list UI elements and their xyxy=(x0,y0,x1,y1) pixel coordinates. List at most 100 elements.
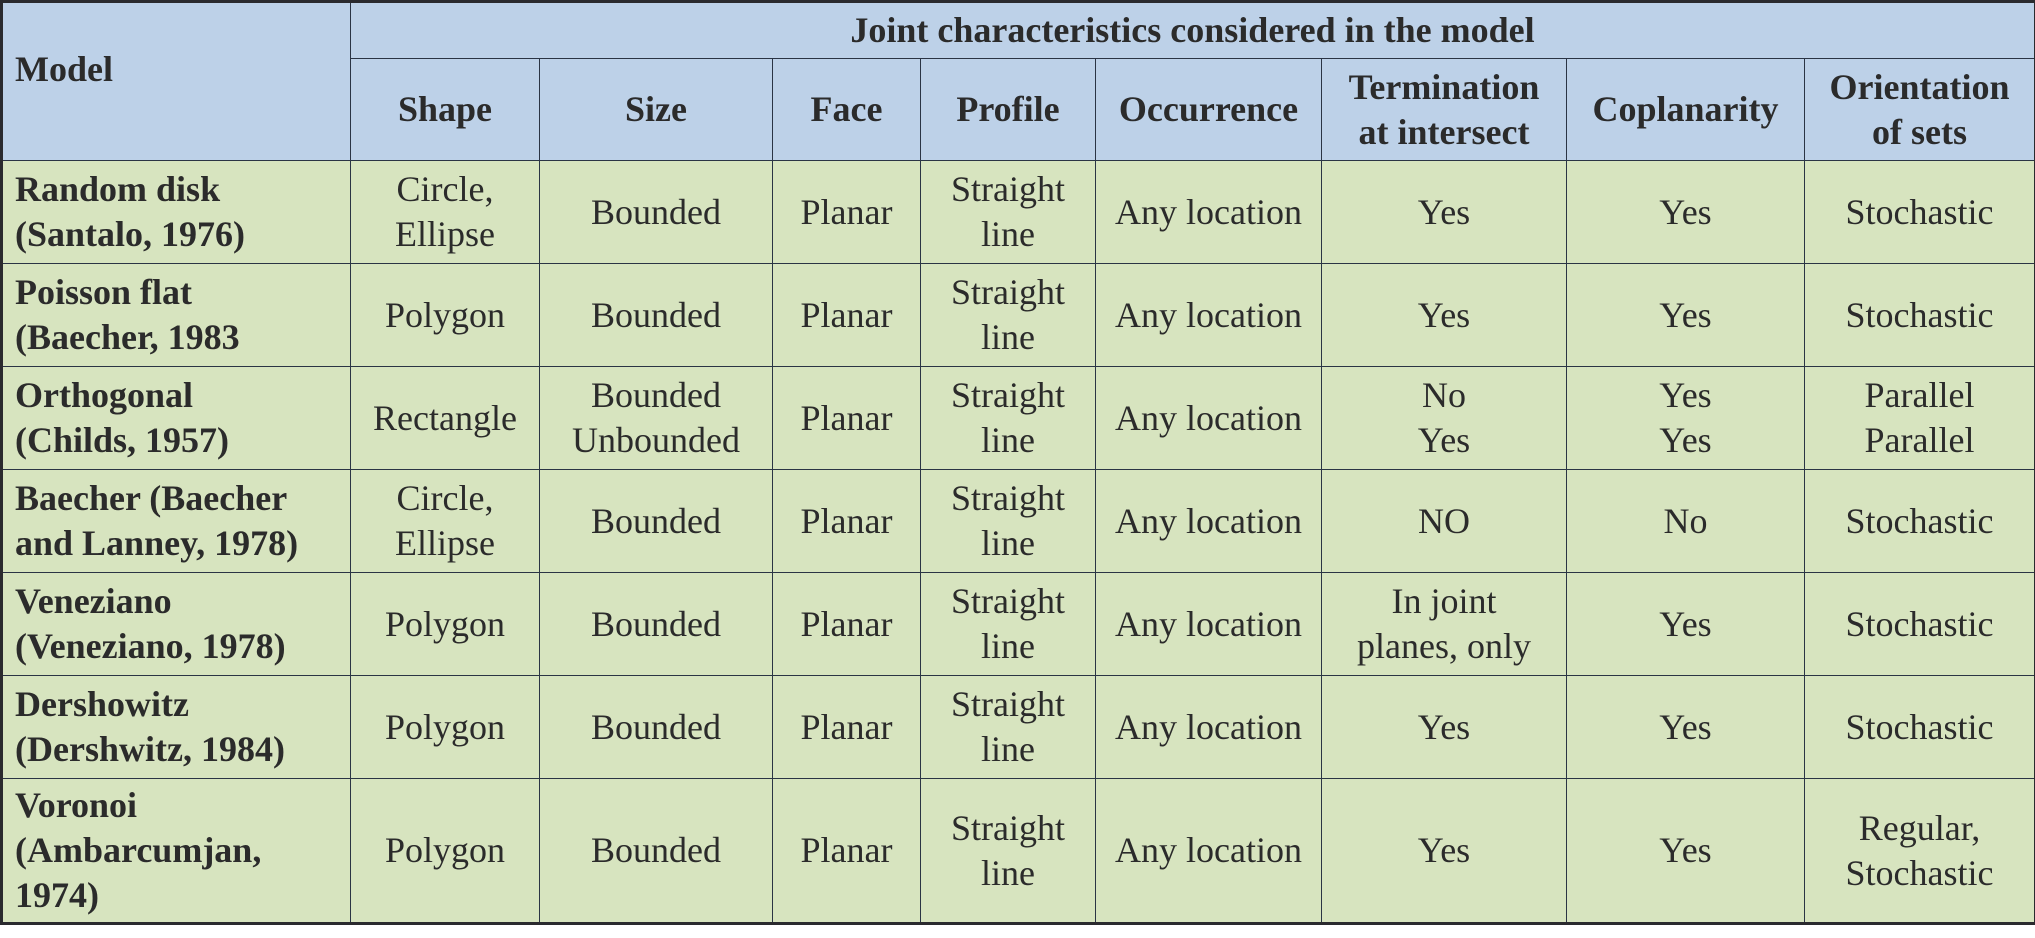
cell-occurrence: Any location xyxy=(1095,469,1322,573)
cell-text: Straight xyxy=(951,272,1065,312)
cell-text: Dershowitz xyxy=(15,684,189,724)
cell-coplanarity: Yes xyxy=(1566,263,1805,367)
header-group-title: Joint characteristics considered in the … xyxy=(350,1,2035,59)
cell-face: Planar xyxy=(772,572,921,676)
cell-shape: Circle,Ellipse xyxy=(350,469,540,573)
cell-text: line xyxy=(981,317,1035,357)
cell-text: Ellipse xyxy=(395,214,495,254)
cell-coplanarity: Yes xyxy=(1566,675,1805,779)
cell-text: Yes xyxy=(1659,830,1712,870)
header-size: Size xyxy=(539,58,773,161)
cell-text: Ellipse xyxy=(395,523,495,563)
cell-text: Any location xyxy=(1115,191,1302,232)
cell-text: Any location xyxy=(1115,294,1302,335)
cell-model: Random disk(Santalo, 1976) xyxy=(1,160,351,264)
cell-text: Stochastic xyxy=(1845,706,1994,747)
cell-text: (Santalo, 1976) xyxy=(15,214,246,254)
cell-text: Yes xyxy=(1417,420,1471,460)
header-columns-row: Shape Size Face Profile Occurrence Termi… xyxy=(2,58,2035,161)
cell-size: Bounded xyxy=(539,263,773,367)
cell-text: Bounded xyxy=(591,294,721,335)
cell-text: Any location xyxy=(1115,603,1302,644)
table-row: Random disk(Santalo, 1976) Circle, Ellipse… xyxy=(1,160,2035,264)
cell-text: line xyxy=(981,420,1035,460)
cell-text: Straight xyxy=(951,581,1065,621)
cell-face: Planar xyxy=(772,469,921,573)
cell-face: Planar xyxy=(772,263,921,367)
cell-model: Orthogonal(Childs, 1957) xyxy=(1,366,351,470)
cell-text: Stochastic xyxy=(1845,500,1994,541)
cell-size: Bounded xyxy=(539,469,773,573)
cell-text: Planar xyxy=(800,294,893,335)
cell-text: Any location xyxy=(1115,830,1302,870)
cell-text: Any location xyxy=(1115,706,1302,747)
cell-text: Bounded xyxy=(591,375,721,415)
cell-text: Planar xyxy=(800,706,893,747)
cell-text: Unbounded xyxy=(572,420,740,460)
cell-size: Bounded xyxy=(539,778,773,924)
cell-text: In joint xyxy=(1391,581,1497,621)
cell-text: (Childs, 1957) xyxy=(15,420,230,460)
cell-text: and Lanney, 1978) xyxy=(15,523,299,563)
cell-shape: Polygon xyxy=(350,675,540,779)
cell-text: 1974) xyxy=(15,875,99,915)
header-model: Model xyxy=(1,1,351,161)
cell-profile: Straight line xyxy=(920,572,1096,676)
cell-profile: Straight line xyxy=(920,160,1096,264)
cell-text: Polygon xyxy=(384,706,506,747)
cell-text: Straight xyxy=(951,807,1065,848)
cell-occurrence: Any location xyxy=(1095,675,1322,779)
cell-termination: Yes xyxy=(1321,160,1567,264)
table-body: Random disk(Santalo, 1976) Circle, Ellipse… xyxy=(1,160,2035,924)
cell-text: Yes xyxy=(1659,706,1712,747)
cell-text: Planar xyxy=(800,500,893,541)
cell-text: Straight xyxy=(951,375,1065,415)
cell-text: Straight xyxy=(951,478,1065,518)
cell-profile: Straight line xyxy=(920,263,1096,367)
cell-text: Straight xyxy=(951,684,1065,724)
header-face: Face xyxy=(772,58,921,161)
cell-text: Yes xyxy=(1659,420,1712,460)
cell-size: Bounded xyxy=(539,572,773,676)
cell-text: Bounded xyxy=(591,830,721,870)
cell-text: Voronoi xyxy=(15,785,138,825)
cell-coplanarity: Yes xyxy=(1566,778,1805,924)
cell-orientation: Stochastic xyxy=(1804,469,2035,573)
cell-model: Poisson flat(Baecher, 1983 xyxy=(1,263,351,367)
cell-text: NO xyxy=(1418,500,1470,541)
cell-text: Bounded xyxy=(591,191,721,232)
cell-text: (Veneziano, 1978) xyxy=(15,626,286,666)
cell-text: Yes xyxy=(1417,294,1471,335)
cell-orientation: Regular,Stochastic xyxy=(1804,778,2035,924)
header-group-row: Model Joint characteristics considered i… xyxy=(1,1,2035,161)
cell-occurrence: Any location xyxy=(1095,572,1322,676)
cell-text: (Baecher, 1983 xyxy=(15,317,240,357)
cell-termination: Yes xyxy=(1321,778,1567,924)
cell-text: line xyxy=(981,214,1035,254)
cell-shape: Circle, Ellipse xyxy=(350,160,540,264)
cell-occurrence: Any location xyxy=(1095,263,1322,367)
cell-text: Bounded xyxy=(591,500,721,541)
cell-text: Straight xyxy=(951,169,1065,209)
cell-text: Yes xyxy=(1659,191,1712,232)
header-coplanarity: Coplanarity xyxy=(1566,58,1805,161)
cell-text: Yes xyxy=(1417,830,1471,870)
cell-termination: Yes xyxy=(1321,675,1567,779)
cell-text: Any location xyxy=(1115,500,1302,541)
cell-profile: Straight line xyxy=(920,366,1096,470)
cell-occurrence: Any location xyxy=(1095,778,1322,924)
cell-text: line xyxy=(981,626,1035,666)
cell-text: Circle, xyxy=(396,169,494,209)
cell-coplanarity: Yes xyxy=(1566,160,1805,264)
cell-text: line xyxy=(981,523,1035,563)
